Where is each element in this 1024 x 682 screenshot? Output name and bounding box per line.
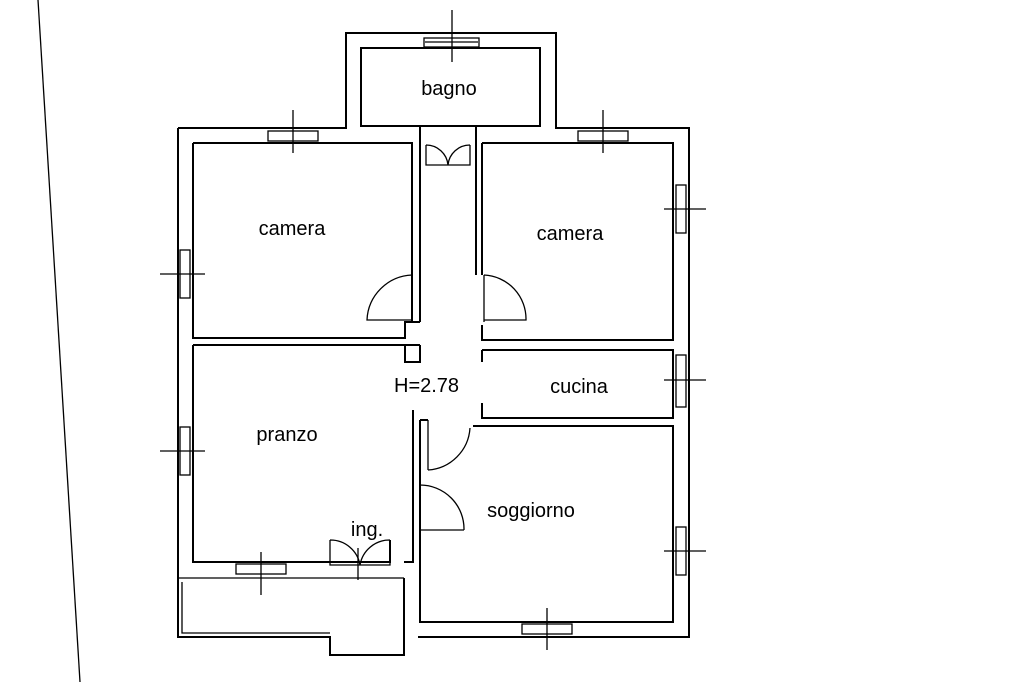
left-bedroom-walls	[192, 142, 420, 339]
room-label-bedroom-left: camera	[259, 218, 327, 240]
outer-wall-outline	[178, 32, 690, 638]
property-boundary-line	[37, 0, 81, 682]
room-label-bathroom: bagno	[421, 78, 477, 100]
kitchen-walls	[481, 349, 674, 419]
room-label-entrance: ing.	[351, 519, 383, 541]
room-label-bedroom-right: camera	[537, 223, 605, 245]
corridor-walls	[404, 126, 477, 363]
window-kitchen	[675, 354, 687, 408]
door-swings	[329, 144, 527, 566]
living-room-upper-door	[427, 420, 471, 471]
outer-wall-left-bottom	[177, 128, 405, 656]
bathroom-double-door	[425, 144, 471, 166]
room-label-kitchen: cucina	[550, 376, 609, 398]
right-bedroom-walls	[481, 142, 674, 341]
entrance-double-door	[329, 539, 391, 566]
room-label-dining: pranzo	[256, 424, 317, 446]
ceiling-height-label: H=2.78	[394, 375, 459, 397]
left-bedroom-door	[366, 274, 413, 322]
terrace-outline	[178, 577, 405, 650]
living-room-lower-door	[419, 484, 465, 531]
windows	[160, 10, 706, 650]
living-room-walls	[419, 419, 674, 623]
right-bedroom-door	[483, 274, 527, 322]
bathroom-walls	[360, 47, 541, 127]
room-label-living: soggiorno	[487, 500, 575, 522]
